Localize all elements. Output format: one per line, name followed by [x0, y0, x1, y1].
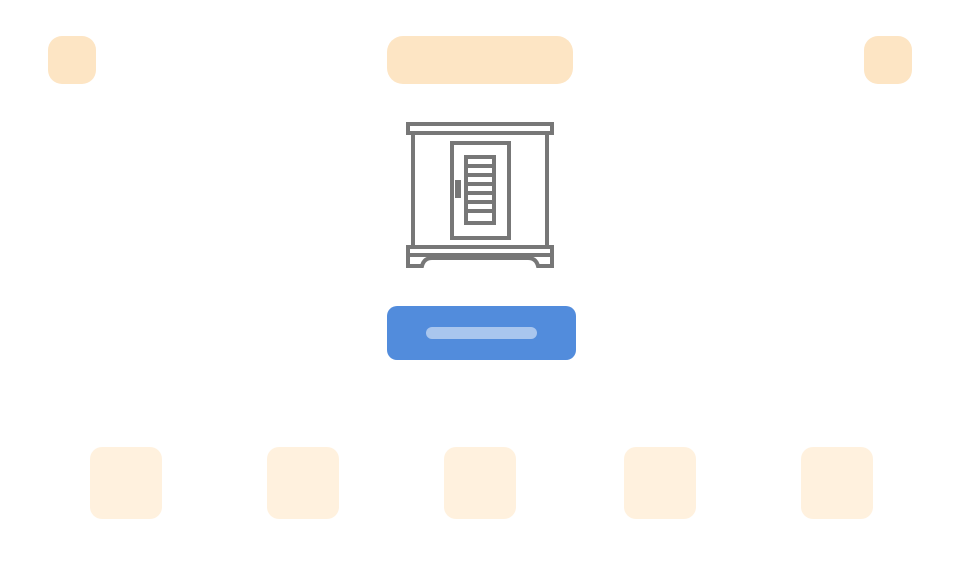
header-right-placeholder-icon[interactable]: [864, 36, 912, 84]
option-tile[interactable]: [444, 447, 516, 519]
button-label-placeholder: [426, 327, 537, 339]
option-tile[interactable]: [624, 447, 696, 519]
option-tile[interactable]: [90, 447, 162, 519]
header-left-placeholder-icon[interactable]: [48, 36, 96, 84]
option-tile[interactable]: [267, 447, 339, 519]
cabinet-icon: [406, 122, 554, 268]
primary-action-button[interactable]: [387, 306, 576, 360]
option-tile[interactable]: [801, 447, 873, 519]
header-title-placeholder: [387, 36, 573, 84]
